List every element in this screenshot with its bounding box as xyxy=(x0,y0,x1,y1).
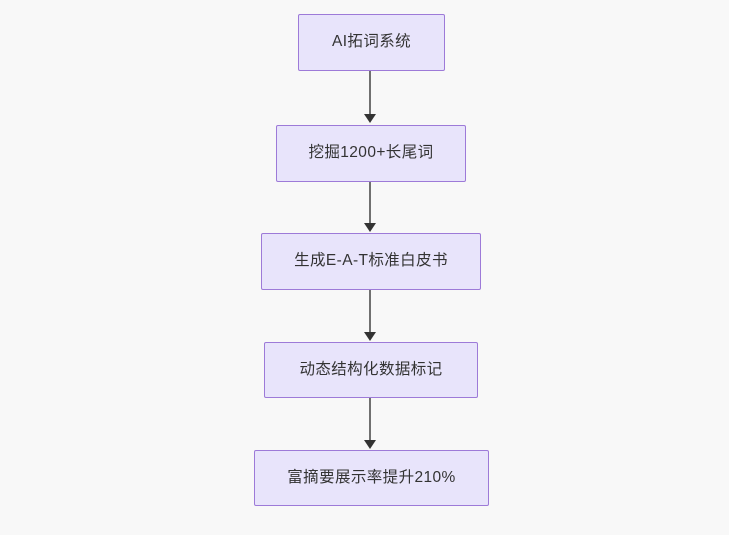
flowchart-edge-4-line xyxy=(369,398,371,442)
flowchart-node-5-label: 富摘要展示率提升210% xyxy=(287,468,456,486)
flowchart-edge-4-arrowhead xyxy=(364,440,376,449)
flowchart-node-2-label: 挖掘1200+长尾词 xyxy=(308,144,434,162)
flowchart-edge-1-arrowhead xyxy=(364,114,376,123)
flowchart-edge-3-arrowhead xyxy=(364,332,376,341)
flowchart-node-2[interactable]: 挖掘1200+长尾词 xyxy=(276,125,466,182)
flowchart-edge-2-arrowhead xyxy=(364,223,376,232)
flowchart-node-3-label: 生成E-A-T标准白皮书 xyxy=(294,252,448,270)
flowchart-node-5[interactable]: 富摘要展示率提升210% xyxy=(254,450,489,506)
flowchart-node-4-label: 动态结构化数据标记 xyxy=(299,360,443,378)
flowchart-edge-2-line xyxy=(369,182,371,226)
flowchart-edge-1-line xyxy=(369,71,371,116)
flowchart-node-1[interactable]: AI拓词系统 xyxy=(298,14,445,71)
flowchart-node-4[interactable]: 动态结构化数据标记 xyxy=(264,342,478,398)
flowchart-edge-3-line xyxy=(369,290,371,334)
flowchart-node-3[interactable]: 生成E-A-T标准白皮书 xyxy=(261,233,481,290)
flowchart-node-1-label: AI拓词系统 xyxy=(331,33,412,51)
